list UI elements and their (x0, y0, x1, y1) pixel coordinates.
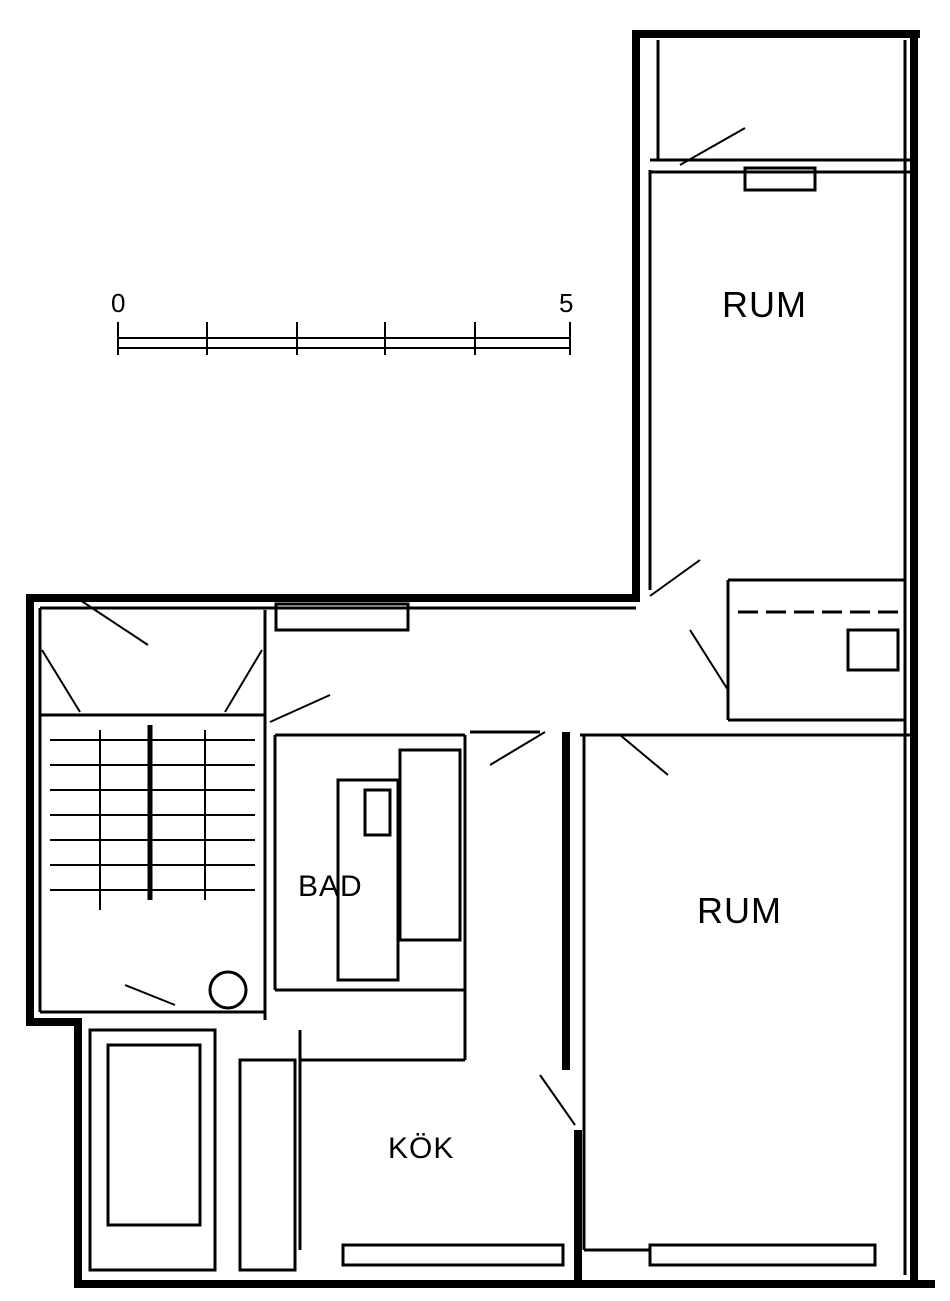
room-label-rum-upper: RUM (722, 284, 807, 325)
scale-bar (117, 322, 571, 355)
stairs (50, 725, 255, 910)
scale-start-label: 0 (111, 288, 126, 318)
walls (26, 30, 935, 1288)
room-label-kok: KÖK (388, 1132, 455, 1165)
room-label-rum-lower: RUM (697, 890, 782, 931)
door-swings (41, 127, 746, 1126)
inner-walls (38, 40, 910, 1275)
scale-end-label: 5 (559, 288, 574, 318)
room-label-bad: BAD (298, 870, 363, 903)
